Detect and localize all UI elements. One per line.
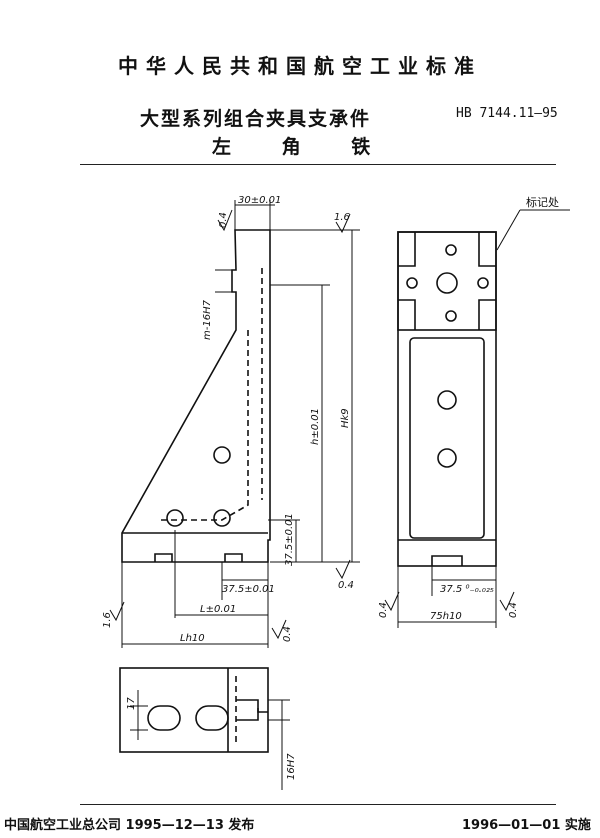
dim-slot-16: 16H7 xyxy=(286,753,297,780)
roughness-04-c: 0.4 xyxy=(282,626,293,642)
dim-side-37: 37.5 ⁰₋₀.₀₂₅ xyxy=(440,584,494,595)
dim-slot-17: 17 xyxy=(126,697,137,710)
dim-lower-width: 37.5±0.01 xyxy=(222,584,275,595)
issue-date: 中国航空工业总公司 1995—12—13 发布 xyxy=(4,818,255,833)
document-code: HB 7144.11—95 xyxy=(456,106,558,121)
header-rule xyxy=(80,164,556,165)
footer-rule xyxy=(80,804,556,805)
effective-date: 1996—01—01 实施 xyxy=(462,818,591,833)
side-view xyxy=(384,209,570,628)
roughness-16-a: 1.6 xyxy=(334,212,350,223)
dim-H: Hk9 xyxy=(340,408,351,428)
roughness-04-e: 0.4 xyxy=(508,602,519,618)
document-title: 大型系列组合夹具支承件 xyxy=(140,108,372,130)
dim-L-tol: L±0.01 xyxy=(200,604,236,615)
document-subtitle: 左 角 铁 xyxy=(212,136,393,158)
roughness-04-d: 0.4 xyxy=(378,602,389,618)
dim-slot-spec: m-16H7 xyxy=(202,299,213,340)
front-view xyxy=(109,200,360,648)
dim-width-75: 75h10 xyxy=(430,611,462,622)
dim-L: Lh10 xyxy=(180,633,205,644)
standard-title: 中华人民共和国航空工业标准 xyxy=(118,54,482,78)
dim-width-top: 30±0.01 xyxy=(238,195,281,206)
top-view xyxy=(119,667,290,790)
label-mark-location: 标记处 xyxy=(526,195,559,209)
dim-h: h±0.01 xyxy=(310,408,321,445)
roughness-16-b: 1.6 xyxy=(102,612,113,628)
dim-lower-height: 37.5±0.01 xyxy=(284,513,295,566)
roughness-04-a: 0.4 xyxy=(218,212,229,228)
roughness-04-b: 0.4 xyxy=(338,580,354,591)
